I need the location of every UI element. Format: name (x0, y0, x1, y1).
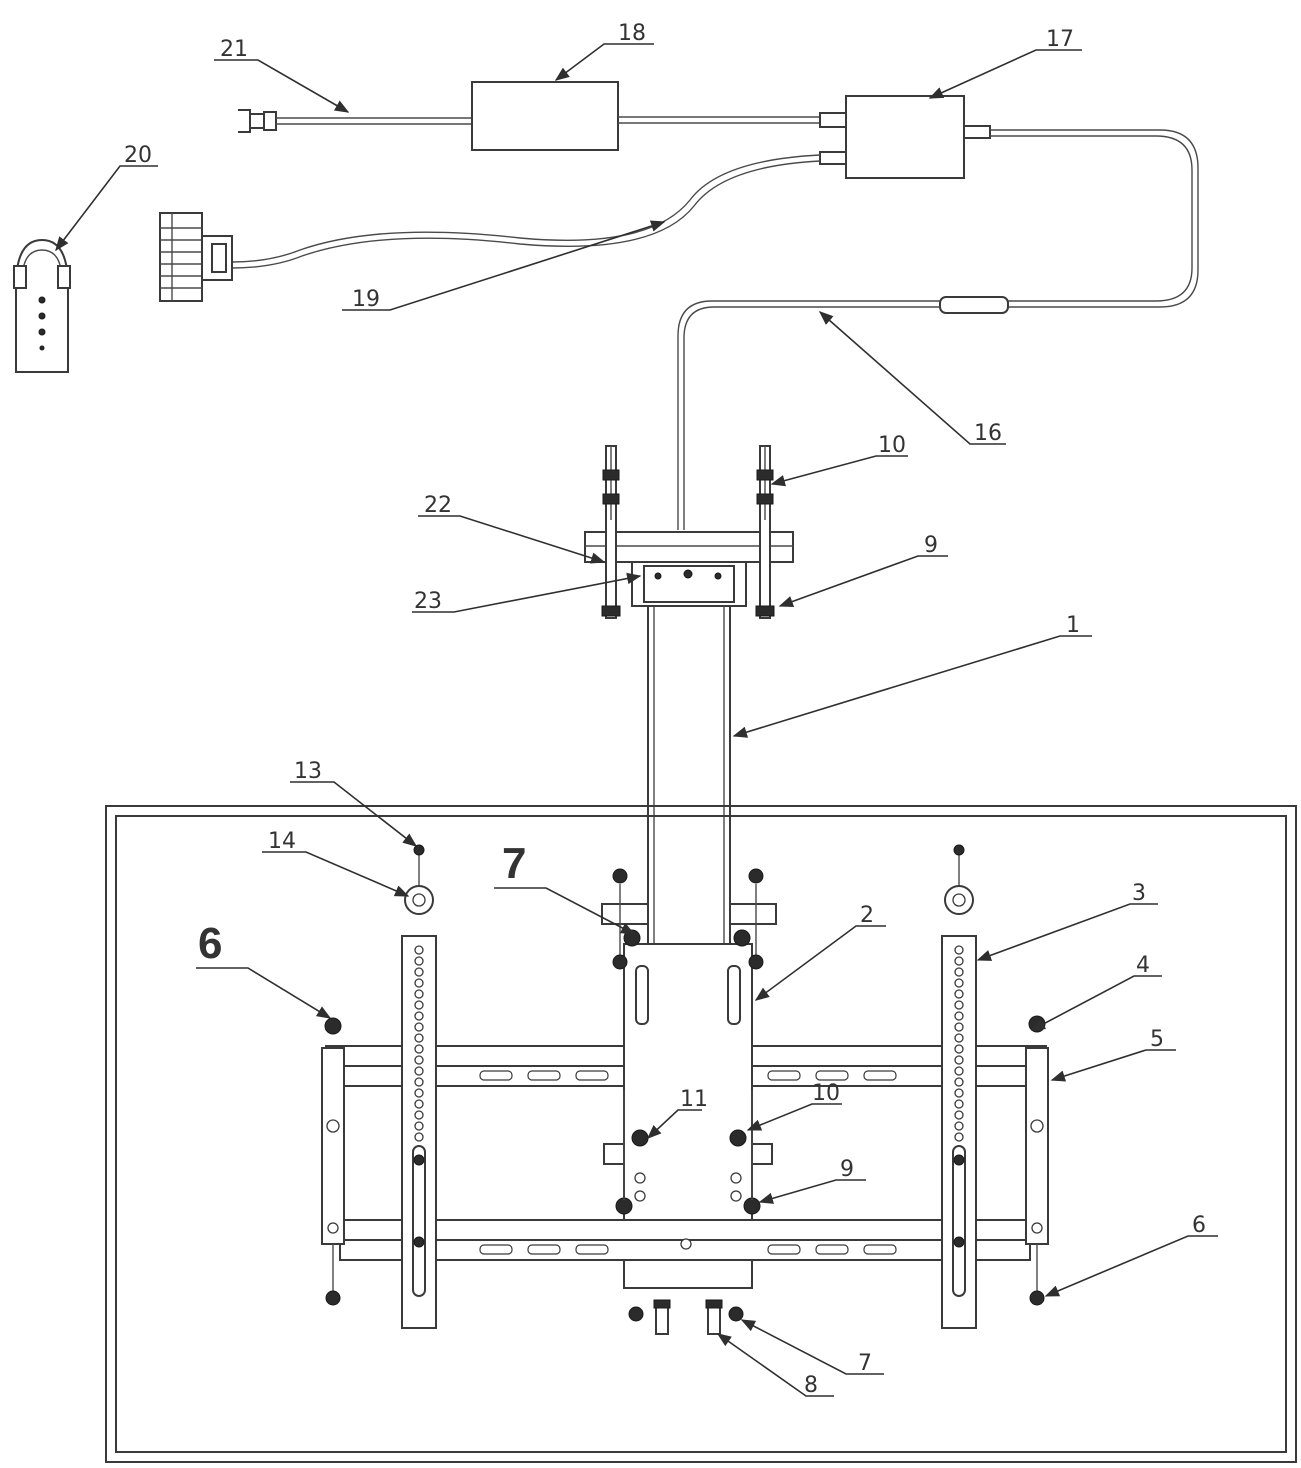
arm-adjustment-hole (954, 989, 964, 999)
arm-adjustment-hole (414, 1088, 424, 1098)
arm-adjustment-hole (414, 989, 424, 999)
callout-13: 13 (294, 759, 322, 784)
adapter-output-cable (618, 112, 847, 128)
control-box (845, 95, 965, 179)
callout-2: 2 (860, 903, 874, 928)
arm-adjustment-hole (414, 956, 424, 966)
arm-adjustment-hole (954, 1033, 964, 1043)
arm-adjustment-hole (954, 956, 964, 966)
arm-adjustment-hole (414, 967, 424, 977)
arm-adjustment-hole (954, 1066, 964, 1076)
arm-adjustment-hole (954, 1121, 964, 1131)
control-box-port (963, 125, 991, 139)
callout-6-right: 6 (1192, 1213, 1206, 1238)
leader-lines (55, 43, 1218, 1397)
arm-adjustment-hole (954, 967, 964, 977)
arm-adjustment-hole (954, 1055, 964, 1065)
tv-outline-inner (115, 815, 1287, 1453)
right-vertical-arm (941, 935, 977, 1329)
anchor-bolt-left (601, 445, 621, 619)
arm-adjustment-hole (414, 1132, 424, 1142)
arm-adjustment-hole (414, 1110, 424, 1120)
callout-labels: 18 17 21 20 19 16 10 22 9 23 1 13 14 7 2… (124, 21, 1206, 1398)
arm-adjustment-hole (414, 945, 424, 955)
callout-3: 3 (1132, 881, 1146, 906)
arm-adjustment-hole (414, 1121, 424, 1131)
bottom-bolts (628, 1299, 744, 1335)
arm-adjustment-hole (954, 978, 964, 988)
callout-21: 21 (220, 37, 248, 62)
arm-adjustment-hole (414, 978, 424, 988)
callout-4: 4 (1136, 953, 1150, 978)
callout-16: 16 (974, 421, 1002, 446)
power-plug (238, 109, 277, 133)
left-arm-washer-screw (404, 844, 434, 915)
arm-adjustment-hole (954, 1077, 964, 1087)
callout-14: 14 (268, 829, 296, 854)
anchor-bolt-right (755, 445, 775, 619)
callout-7-highlight: 7 (502, 839, 526, 888)
callout-20: 20 (124, 143, 152, 168)
mid-bolts (615, 1090, 761, 1215)
lower-horizontal-rail (325, 1219, 1047, 1261)
central-adapter-plate (603, 943, 773, 1289)
arm-adjustment-hole (414, 1066, 424, 1076)
callout-7-bottom: 7 (858, 1351, 872, 1376)
handset-cable (231, 151, 847, 269)
callout-1: 1 (1066, 613, 1080, 638)
arm-adjustment-hole (954, 1088, 964, 1098)
arm-adjustment-hole (954, 1011, 964, 1021)
screw-left-top (324, 1017, 342, 1035)
power-adapter (471, 81, 619, 151)
callout-10-mid: 10 (812, 1081, 840, 1106)
arm-adjustment-hole (414, 1077, 424, 1087)
motor-cable (677, 129, 1199, 530)
callout-8: 8 (804, 1373, 818, 1398)
callout-17: 17 (1046, 27, 1074, 52)
arm-adjustment-hole (954, 1099, 964, 1109)
callout-19: 19 (352, 287, 380, 312)
callout-23: 23 (414, 589, 442, 614)
callout-9-mid: 9 (840, 1157, 854, 1182)
arm-adjustment-hole (414, 1055, 424, 1065)
ceiling-clamp-bracket (631, 561, 747, 607)
arm-adjustment-hole (954, 945, 964, 955)
arm-adjustment-hole (414, 1022, 424, 1032)
tv-outline-outer (105, 805, 1297, 1463)
remote-control (13, 238, 71, 373)
arm-adjustment-hole (954, 1110, 964, 1120)
callout-6-highlight: 6 (198, 919, 222, 968)
power-cord (276, 117, 472, 125)
arm-adjustment-hole (954, 1000, 964, 1010)
arm-adjustment-hole (414, 1099, 424, 1109)
callout-22: 22 (424, 493, 452, 518)
callout-5: 5 (1150, 1027, 1164, 1052)
telescopic-column (647, 605, 731, 947)
callout-11: 11 (680, 1087, 708, 1112)
arm-adjustment-hole (954, 1044, 964, 1054)
arm-adjustment-hole (414, 1033, 424, 1043)
callout-10-top: 10 (878, 433, 906, 458)
arm-adjustment-hole (414, 1011, 424, 1021)
arm-adjustment-hole (414, 1044, 424, 1054)
arm-adjustment-hole (954, 1022, 964, 1032)
left-vertical-arm (401, 935, 437, 1329)
right-end-bracket (1025, 1015, 1049, 1306)
arm-adjustment-hole (414, 1000, 424, 1010)
left-end-bracket (321, 1047, 345, 1306)
right-arm-washer-screw (944, 844, 974, 915)
receiver-connector (159, 212, 233, 302)
arm-adjustment-hole (954, 1132, 964, 1142)
callout-9-top: 9 (924, 533, 938, 558)
callout-18: 18 (618, 21, 646, 46)
upper-clamp-tabs (601, 868, 777, 970)
